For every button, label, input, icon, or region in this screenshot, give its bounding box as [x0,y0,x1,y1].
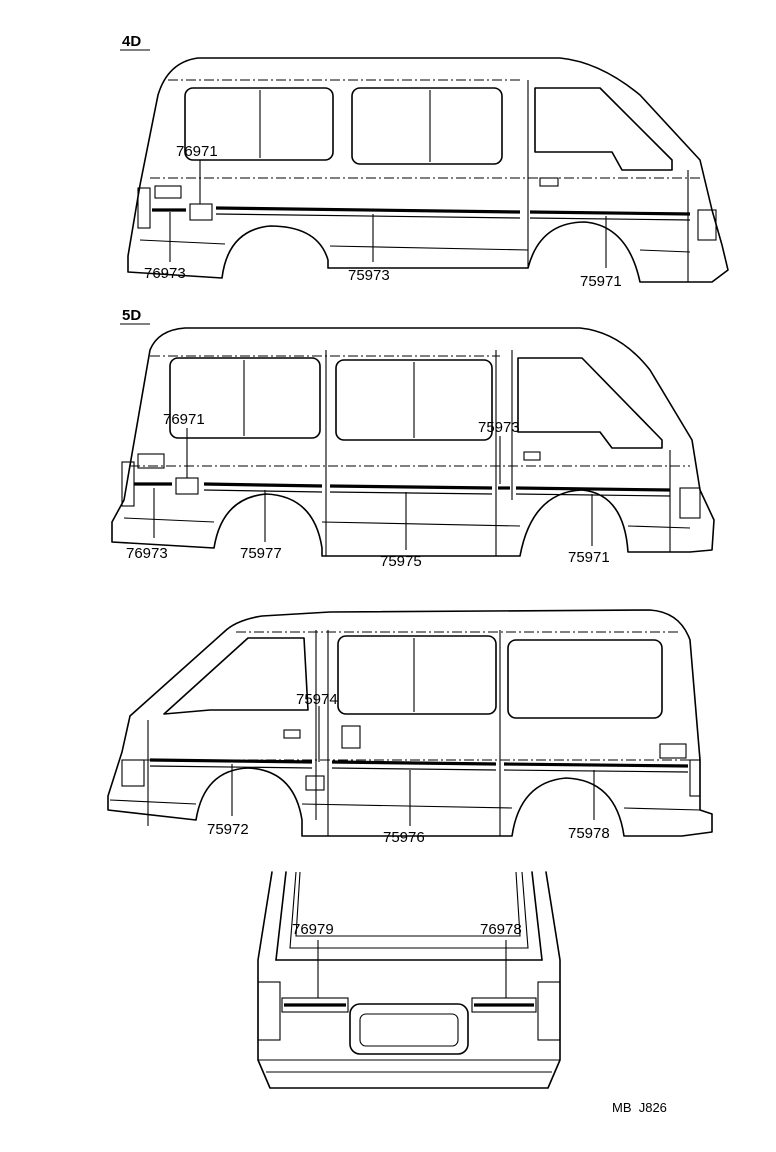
slide-handle [341,725,361,749]
van-rear-body [257,871,561,1089]
rocker-line [109,799,701,811]
part-label: 75973 [478,419,520,436]
fuel-lid [305,775,325,791]
garnish-left [281,997,349,1013]
van-right-body [107,609,713,837]
part-label: 75972 [207,821,249,838]
diagram-code: MB J826 [612,1100,667,1115]
van-right-side-view: 75974 75972 75976 75978 [107,609,713,846]
fuel-lid [189,203,213,221]
body-centerline [150,79,700,179]
part-label: 76973 [126,545,168,562]
door-handle [283,729,301,739]
stripe [149,758,313,764]
part-label: 75973 [348,267,390,284]
stripe [203,482,323,488]
stripe [529,217,691,221]
stripe [203,489,323,493]
window-front [534,87,673,171]
head-lamp [697,209,717,241]
door-handle [539,177,559,187]
stripe [503,769,689,773]
garnish-right [471,997,537,1013]
window-middle [351,87,503,165]
window-middle [335,359,493,441]
license-plate-recess [349,1003,469,1055]
body-centerline [130,355,690,467]
part-label: 75976 [383,829,425,846]
van-5d-body [111,327,715,557]
part-label: 76971 [176,143,218,160]
part-label: 76978 [480,921,522,938]
stripe [149,765,313,769]
rear-handle [659,743,687,759]
view-header-4d: 4D [122,33,141,50]
tail-lamp-left [257,981,281,1041]
head-lamp [121,759,145,787]
handle [154,185,182,199]
window-front [163,637,309,715]
stripe [515,493,671,497]
part-label: 75971 [568,549,610,566]
part-label: 75978 [568,825,610,842]
tail-lamp-right [537,981,561,1041]
van-5d-view: 5D 76971 75973 76973 759 [111,307,715,570]
rocker-line [139,239,691,253]
stripe [329,484,493,490]
part-label: 75971 [580,273,622,290]
part-label: 76971 [163,411,205,428]
stripe [529,210,691,216]
window-rear [184,87,334,161]
bumper [258,1059,560,1073]
window-rear [169,357,321,439]
stripe [515,486,671,492]
tail-lamp [689,759,701,797]
rear-window-inner [295,871,521,937]
stripe [329,491,493,495]
stripe [215,213,521,219]
van-4d-view: 4D 76971 76973 75973 75971 [120,33,729,290]
door-handle [523,451,541,461]
view-header-5d: 5D [122,307,141,324]
part-label: 75975 [380,553,422,570]
part-label: 75974 [296,691,338,708]
tail-lamp [137,187,151,229]
van-4d-body [127,57,729,283]
stripe [503,762,689,768]
window-rear [507,639,663,719]
rear-pillar [275,871,543,961]
stripe [215,206,521,214]
body-centerline [122,631,700,761]
stripe [331,767,497,771]
rocker-line [123,517,691,529]
head-lamp [679,487,701,519]
rear-window [289,871,529,949]
van-rear-view: 76979 76978 [257,871,561,1089]
window-middle [337,635,497,715]
stripe [331,760,497,766]
license-plate [359,1013,459,1047]
fuel-lid [175,477,199,495]
part-label: 75977 [240,545,282,562]
handle [137,453,165,469]
window-front [517,357,663,449]
part-label: 76973 [144,265,186,282]
part-label: 76979 [292,921,334,938]
